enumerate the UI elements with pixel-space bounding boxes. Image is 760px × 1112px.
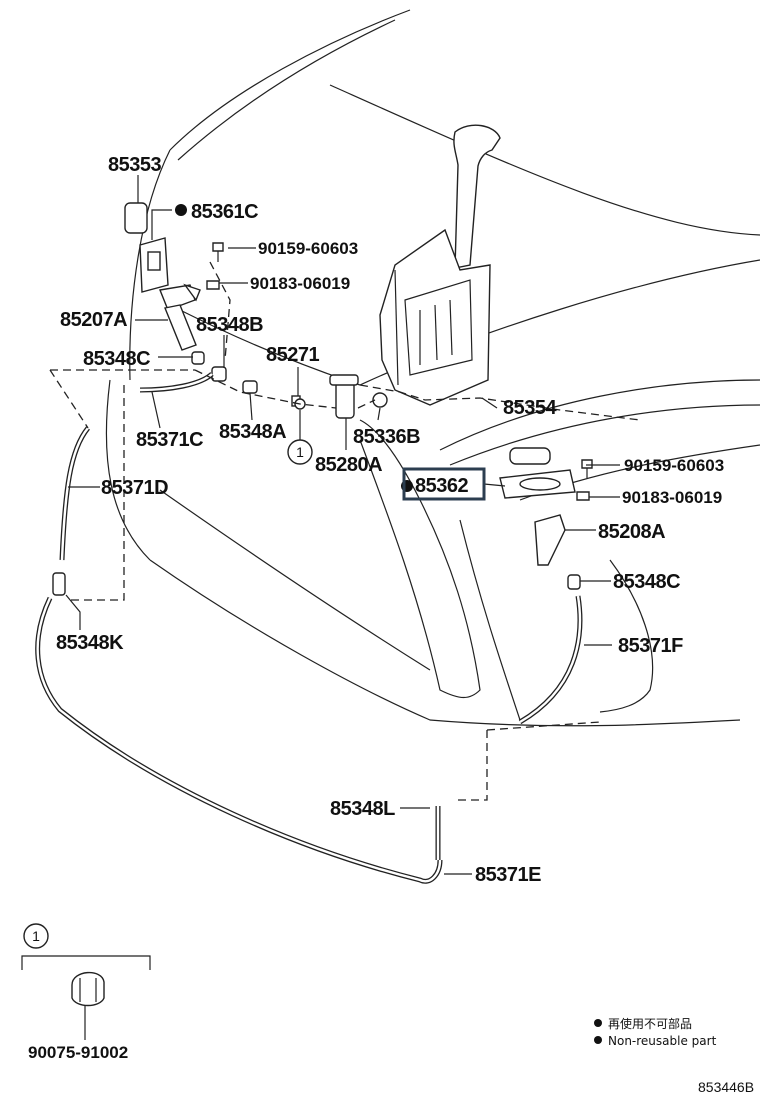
label-85361C[interactable]: 85361C — [191, 201, 259, 223]
legend-en: Non-reusable part — [608, 1034, 717, 1048]
legend-dot-icon — [594, 1019, 602, 1027]
label-85348B[interactable]: 85348B — [196, 314, 264, 336]
callout-1-marker: 1 — [287, 439, 313, 465]
legend-dot-icon — [594, 1036, 602, 1044]
label-85348K[interactable]: 85348K — [56, 632, 125, 654]
legend: 再使用不可部品 Non-reusable part — [594, 1016, 717, 1048]
label-85280A[interactable]: 85280A — [315, 454, 383, 476]
label-90183-06019-top[interactable]: 90183-06019 — [250, 274, 350, 293]
label-85371E[interactable]: 85371E — [475, 864, 542, 886]
label-90183-06019-right[interactable]: 90183-06019 — [622, 488, 722, 507]
label-85354[interactable]: 85354 — [503, 397, 558, 419]
label-90159-60603-top[interactable]: 90159-60603 — [258, 239, 358, 258]
label-85208A[interactable]: 85208A — [598, 521, 666, 543]
label-85336B[interactable]: 85336B — [353, 426, 421, 448]
label-85348L[interactable]: 85348L — [330, 798, 396, 820]
inset-callout-1: 1 90075-91002 — [21, 923, 151, 1062]
bolts — [206, 242, 593, 501]
label-85348C-right[interactable]: 85348C — [613, 571, 681, 593]
label-90159-60603-right[interactable]: 90159-60603 — [624, 456, 724, 475]
right-nozzle-assembly — [499, 447, 581, 590]
legend-ja: 再使用不可部品 — [608, 1016, 692, 1031]
label-85371C[interactable]: 85371C — [136, 429, 204, 451]
label-85348A[interactable]: 85348A — [219, 421, 287, 443]
leader-lines — [65, 175, 620, 1040]
routing-dashes — [49, 261, 641, 801]
callout-number: 1 — [296, 444, 304, 460]
highlight-box-85362[interactable] — [402, 467, 486, 501]
left-nozzle-assembly — [124, 202, 306, 410]
non-reusable-dot — [175, 204, 187, 216]
washer-tank — [379, 124, 501, 406]
label-85371F[interactable]: 85371F — [618, 635, 684, 657]
label-85271[interactable]: 85271 — [266, 344, 320, 366]
label-85348C-left[interactable]: 85348C — [83, 348, 151, 370]
washer-hoses — [35, 372, 583, 884]
label-90075-91002[interactable]: 90075-91002 — [28, 1043, 128, 1062]
washer-pump — [329, 374, 388, 419]
label-85207A[interactable]: 85207A — [60, 309, 128, 331]
diagram-code: 853446B — [698, 1079, 754, 1095]
label-85362[interactable]: 85362 — [415, 475, 469, 497]
inset-callout-number: 1 — [32, 928, 40, 944]
part-labels: 85353 85361C 90159-60603 90183-06019 852… — [56, 154, 724, 886]
label-85371D[interactable]: 85371D — [101, 477, 169, 499]
label-85353[interactable]: 85353 — [108, 154, 162, 176]
clip-part-icon — [71, 971, 105, 1007]
